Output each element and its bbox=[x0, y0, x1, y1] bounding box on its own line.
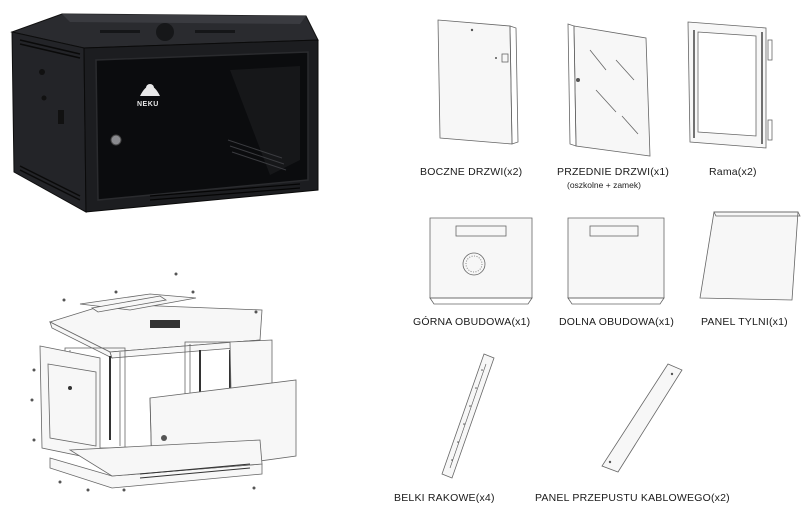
label-bottom-cover: DOLNA OBUDOWA(x1) bbox=[559, 316, 675, 328]
label-cable-panel: PANEL PRZEPUSTU KABLOWEGO(x2) bbox=[535, 492, 730, 504]
cabinet-photo bbox=[10, 13, 319, 213]
cable-panel-drawing bbox=[601, 363, 683, 473]
label-front-door: PRZEDNIE DRZWI(x1) bbox=[557, 166, 670, 178]
label-back-panel: PANEL TYLNI(x1) bbox=[701, 316, 788, 328]
label-rack-rails: BELKI RAKOWE(x4) bbox=[394, 492, 495, 504]
bottom-cover-drawing bbox=[567, 217, 665, 305]
label-frame: Rama(x2) bbox=[709, 166, 757, 178]
label-top-cover: GÓRNA OBUDOWA(x1) bbox=[413, 316, 531, 328]
label-side-doors: BOCZNE DRZWI(x2) bbox=[420, 166, 523, 178]
front-door-drawing bbox=[567, 23, 651, 157]
exploded-view bbox=[30, 272, 297, 492]
top-cover-drawing bbox=[429, 217, 533, 305]
back-panel-drawing bbox=[699, 211, 801, 301]
side-door-drawing bbox=[437, 19, 519, 145]
sublabel-front-door: (oszkolne + zamek) bbox=[567, 180, 641, 190]
logo-text: NEKU bbox=[137, 101, 159, 108]
rack-rails-drawing bbox=[441, 353, 495, 479]
frame-drawing bbox=[687, 21, 773, 149]
